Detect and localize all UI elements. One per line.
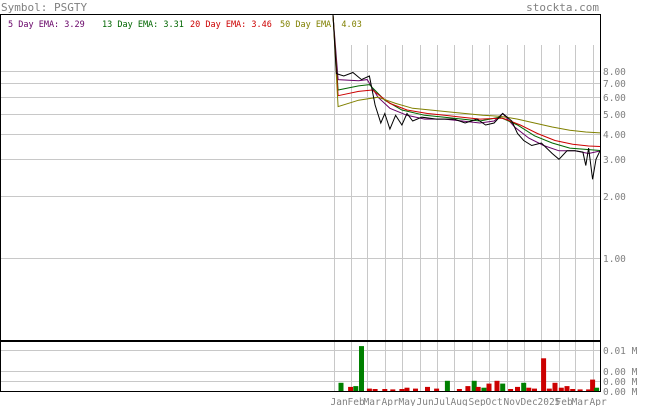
price-y-tick-label: 4.00 — [603, 130, 626, 141]
13-day-ema-line — [332, 14, 601, 151]
volume-bar — [372, 389, 378, 391]
volume-bar — [594, 387, 600, 391]
legend-20day-ema: 20 Day EMA: 3.46 — [190, 20, 272, 30]
volume-bar — [508, 389, 514, 391]
volume-bar — [521, 382, 527, 391]
x-tick-label: Mar — [364, 397, 381, 406]
volume-bar — [558, 387, 564, 391]
price-grid — [1, 71, 600, 259]
series-layer — [332, 14, 601, 180]
price-line — [332, 14, 601, 180]
volume-bar — [481, 387, 487, 391]
volume-bar — [353, 386, 359, 391]
volume-bar — [532, 388, 537, 391]
price-y-tick-label: 6.00 — [603, 93, 626, 104]
volume-panel-frame — [0, 341, 601, 392]
volume-y-tick-label: 0.00 M — [603, 367, 638, 378]
volume-bar — [590, 379, 596, 391]
x-tick-label: Mar — [572, 397, 589, 406]
volume-bar — [471, 380, 477, 391]
volume-bar — [515, 386, 520, 391]
price-y-tick-label: 7.00 — [603, 79, 626, 90]
volume-bar — [404, 387, 410, 391]
legend-13day-ema: 13 Day EMA: 3.31 — [102, 20, 184, 30]
5-day-ema-line — [332, 14, 601, 155]
volume-bar — [564, 386, 570, 391]
x-tick-label: Jan — [331, 397, 348, 406]
volume-y-tick-label: 0.00 M — [603, 377, 638, 388]
volume-y-tick-label: 0.00 M — [603, 387, 638, 398]
volume-bar — [494, 380, 500, 391]
volume-bar — [486, 383, 492, 391]
price-y-tick-label: 3.00 — [603, 155, 626, 166]
x-tick-label: Jun — [417, 397, 434, 406]
50-day-ema-line — [332, 14, 601, 134]
volume-bar — [577, 389, 583, 391]
volume-bar — [570, 389, 576, 391]
volume-bar — [413, 388, 418, 391]
volume-bar — [338, 382, 344, 391]
volume-bar — [399, 389, 405, 391]
x-tick-label: Nov — [504, 397, 521, 406]
volume-bar — [382, 389, 388, 391]
volume-bar — [586, 389, 592, 391]
x-tick-label: Feb — [556, 397, 573, 406]
price-y-tick-label: 5.00 — [603, 110, 626, 121]
legend-5day-ema: 5 Day EMA: 3.29 — [8, 20, 85, 30]
x-tick-label: Oct — [486, 397, 503, 406]
x-tick-label: Sep — [469, 397, 486, 406]
x-tick-label: Feb — [348, 397, 365, 406]
x-tick-label: Aug — [451, 397, 468, 406]
price-y-tick-label: 2.00 — [603, 192, 626, 203]
volume-bar — [366, 388, 372, 391]
x-tick-label: Apr — [382, 397, 399, 406]
x-tick-label: 2025 — [538, 397, 561, 406]
volume-y-tick-label: 0.01 M — [603, 346, 638, 357]
site-label: stockta.com — [526, 1, 599, 14]
volume-bar — [526, 387, 532, 391]
volume-bar — [425, 386, 430, 391]
volume-bar — [552, 382, 558, 391]
price-panel-frame — [0, 14, 601, 341]
x-tick-label: Apr — [590, 397, 607, 406]
volume-bar — [434, 388, 440, 391]
volume-bar — [456, 389, 462, 391]
x-tick-label: Dec — [521, 397, 538, 406]
volume-bar — [359, 346, 364, 391]
symbol-label: Symbol: PSGTY — [1, 1, 87, 14]
price-y-tick-label: 1.00 — [603, 254, 626, 265]
volume-bar — [541, 358, 547, 391]
volume-bar — [500, 383, 506, 391]
volume-bar — [390, 389, 396, 391]
y-tick-labels: 8.007.00 6.00 5.00 4.00 3.00 2.00 1.00 0.01 M 0.… — [603, 67, 638, 398]
legend-50day-ema: 50 Day EMA: 4.03 — [280, 20, 362, 30]
volume-bar — [444, 380, 450, 391]
price-y-tick-label: 8.00 — [603, 67, 626, 78]
20-day-ema-line — [332, 14, 601, 147]
volume-bar — [348, 386, 354, 391]
volume-bars — [338, 346, 600, 391]
x-tick-label: May — [399, 397, 416, 406]
volume-bar — [465, 386, 471, 391]
x-tick-label: Jul — [434, 397, 451, 406]
volume-bar — [475, 386, 481, 391]
volume-bar — [546, 388, 552, 391]
